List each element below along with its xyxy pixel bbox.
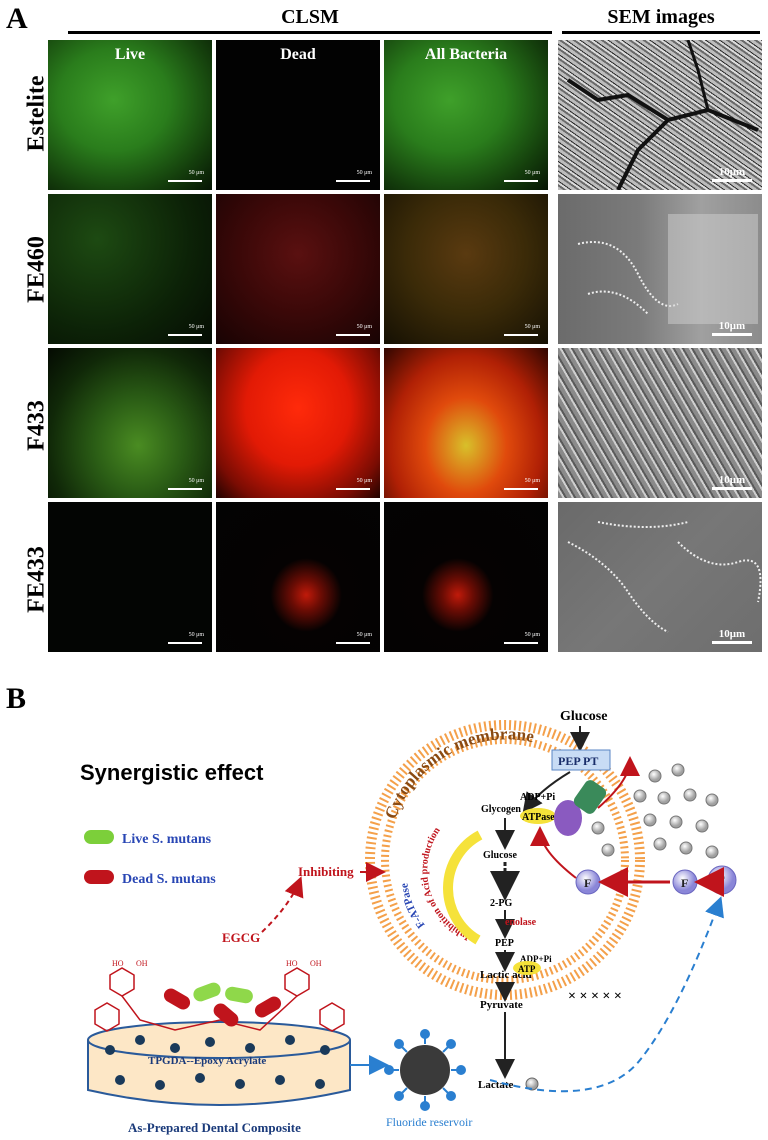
- scale-bar: 50 μm: [168, 324, 204, 336]
- tpgda-label: TPGDA--Epoxy Acrylate: [148, 1055, 266, 1067]
- ho-label: HO: [112, 959, 124, 968]
- egcg-label: EGCG: [222, 930, 260, 945]
- sem-scale-bar: 10μm: [712, 166, 752, 182]
- row-label-fe433: FE433: [23, 546, 50, 613]
- atpase-complex: [554, 800, 582, 836]
- clsm-f433-dead: 50 μm: [216, 348, 380, 498]
- svg-text:F: F: [681, 876, 688, 890]
- scale-bar: 50 μm: [504, 478, 540, 490]
- sem-cracks: [566, 40, 759, 190]
- clsm-f433-all: 50 μm: [384, 348, 548, 498]
- release-path: [489, 896, 724, 1093]
- ho-label: HO: [286, 959, 298, 968]
- clsm-estelite-dead: Dead 50 μm: [216, 40, 380, 190]
- lactate-label: Lactate: [478, 1079, 514, 1091]
- panel-a-letter: A: [6, 2, 28, 35]
- clsm-header-rule: [68, 31, 552, 34]
- row-label-estelite: Estelite: [23, 75, 50, 152]
- column-label-dead: Dead: [280, 46, 316, 63]
- svg-text:F: F: [717, 873, 725, 888]
- row-label-f433: F433: [23, 400, 50, 451]
- scale-bar: 50 μm: [336, 324, 372, 336]
- sem-fe460: 10μm: [558, 194, 762, 344]
- oh-label: OH: [310, 959, 322, 968]
- pep-label: PEP: [495, 938, 514, 949]
- clsm-estelite-live: Live 50 μm: [48, 40, 212, 190]
- membrane-inner: [381, 736, 629, 984]
- svg-text:F: F: [584, 876, 591, 890]
- atpase-label: ATPase: [522, 812, 555, 823]
- scale-bar: 50 μm: [504, 324, 540, 336]
- pyruvate-label: Pyruvate: [480, 999, 523, 1011]
- column-label-live: Live: [114, 46, 146, 63]
- clsm-header: CLSM: [281, 6, 339, 28]
- kill-highlight: [443, 830, 483, 945]
- synergistic-title: Synergistic effect: [80, 760, 264, 785]
- column-label-all-bacteria: All Bacteria: [424, 46, 508, 63]
- atpase-highlight: [520, 808, 556, 824]
- adp-pi-lower: ADP+Pi: [520, 954, 552, 964]
- sem-scale-bar: 10μm: [712, 628, 752, 644]
- oh-label: OH: [136, 959, 148, 968]
- sem-f433: 10μm: [558, 348, 762, 498]
- two-pg-label: 2-PG: [490, 898, 512, 909]
- scale-bar: 50 μm: [336, 632, 372, 644]
- dental-composite: [87, 1021, 351, 1106]
- clsm-fe460-live: 50 μm: [48, 194, 212, 344]
- scale-bar: 50 μm: [336, 170, 372, 182]
- adp-pi-upper: ADP+Pi: [520, 792, 555, 803]
- clsm-fe460-dead: 50 μm: [216, 194, 380, 344]
- svg-text:Live S. mutans: Live S. mutans: [122, 832, 212, 847]
- reservoir-label: Fluoride reservoir: [386, 1115, 472, 1129]
- clsm-fe433-live: 50 μm: [48, 502, 212, 652]
- sem-fe433: 10μm: [558, 502, 762, 652]
- svg-text:Dead S. mutans: Dead S. mutans: [122, 872, 216, 887]
- glucose-label: Glucose: [483, 850, 517, 861]
- pep-pt-label: PEP PT: [558, 754, 598, 768]
- sem-header: SEM images: [607, 6, 715, 28]
- sem-scale-bar: 10μm: [712, 474, 752, 490]
- atpase-channel: [573, 780, 607, 814]
- scale-bar: 50 μm: [336, 478, 372, 490]
- sem-chains: [577, 214, 758, 324]
- clsm-fe460-all: 50 μm: [384, 194, 548, 344]
- glycogen-label: Glycogen: [481, 804, 521, 815]
- bacteria-on-surface: [163, 982, 282, 1027]
- row-label-fe460: FE460: [23, 236, 50, 303]
- proton-cloud: [591, 763, 719, 859]
- scale-bar: 50 μm: [168, 632, 204, 644]
- composite-label: As-Prepared Dental Composite: [128, 1120, 301, 1135]
- legend-live: Live S. mutans: [84, 830, 212, 847]
- fluoride-reservoir: [384, 1029, 466, 1111]
- panel-b-letter: B: [6, 682, 27, 715]
- sem-header-rule: [562, 31, 760, 34]
- atp-lower: ATP: [518, 964, 536, 974]
- inhibiting-label: Inhibiting: [298, 864, 354, 879]
- enolase-label: enolase: [505, 917, 537, 928]
- scale-bar: 50 μm: [168, 478, 204, 490]
- sem-scale-bar: 10μm: [712, 320, 752, 336]
- clsm-f433-live: 50 μm: [48, 348, 212, 498]
- scale-bar: 50 μm: [168, 170, 204, 182]
- legend-dead: Dead S. mutans: [84, 870, 216, 887]
- scale-bar: 50 μm: [504, 170, 540, 182]
- glucose-top: Glucose: [560, 709, 607, 724]
- sem-estelite: 10μm: [558, 40, 762, 190]
- clsm-fe433-all: 50 μm: [384, 502, 548, 652]
- pep-pt-box: [551, 749, 611, 771]
- clsm-estelite-all: All Bacteria 50 μm: [384, 40, 548, 190]
- scale-bar: 50 μm: [504, 632, 540, 644]
- cross-marks: × × × × ×: [568, 989, 622, 1004]
- egcg-molecule: [94, 967, 345, 1032]
- sem-chains: [567, 521, 762, 633]
- clsm-fe433-dead: 50 μm: [216, 502, 380, 652]
- mechanism-diagram: Synergistic effect Live S. mutans Dead S…: [80, 709, 737, 1135]
